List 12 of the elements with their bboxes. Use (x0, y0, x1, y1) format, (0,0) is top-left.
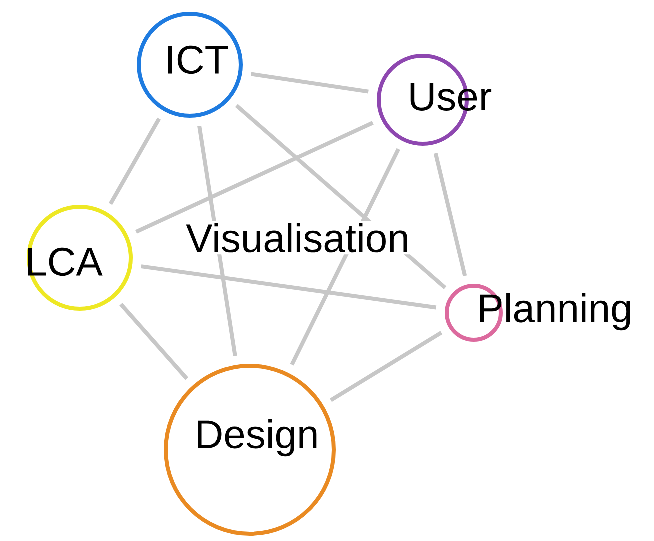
center-label: Visualisation (184, 221, 412, 255)
connector-line (141, 264, 437, 310)
connector-line (120, 303, 189, 380)
connector-line (108, 118, 162, 206)
connector-line (251, 72, 369, 94)
node-circle (164, 364, 336, 536)
connector-line (135, 121, 374, 234)
node-circle (137, 12, 243, 118)
node-label: ICT (168, 46, 228, 74)
connector-line (434, 153, 468, 276)
connector-line (330, 331, 443, 402)
node-label: Design (198, 419, 317, 457)
